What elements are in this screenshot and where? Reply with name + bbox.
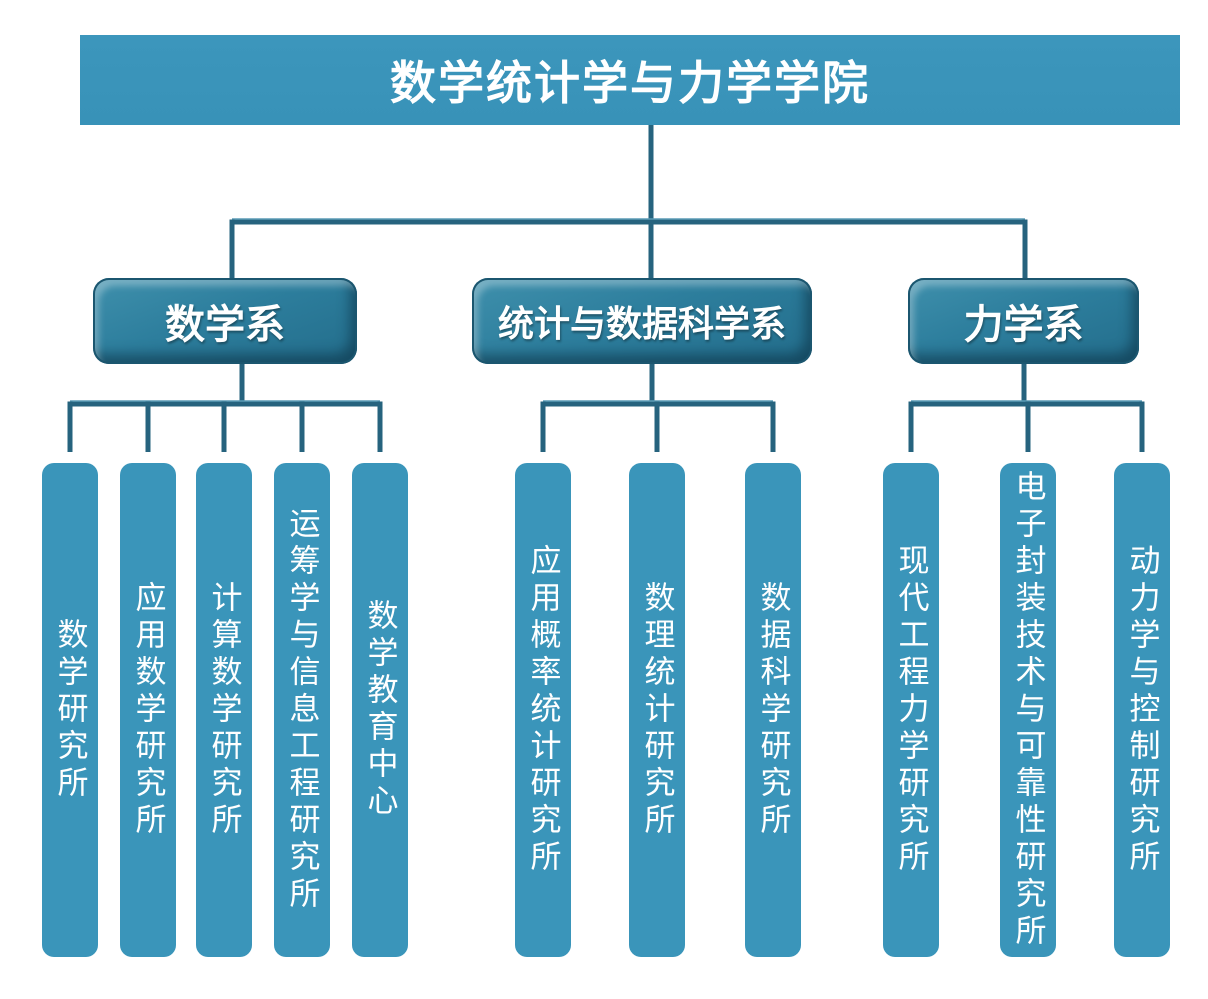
institute-node: 应用数学研究所 [120, 463, 176, 957]
org-root-label: 数学统计学与力学学院 [390, 57, 870, 109]
institute-label: 数学研究所 [52, 617, 88, 803]
institute-node: 运筹学与信息工程研究所 [274, 463, 330, 957]
dept-node-mathematics: 数学系 [93, 278, 357, 364]
institute-node: 数学研究所 [42, 463, 98, 957]
institute-label: 现代工程力学研究所 [893, 543, 929, 877]
institute-node: 数学教育中心 [352, 463, 408, 957]
institute-label: 数学教育中心 [362, 599, 398, 821]
institute-node: 计算数学研究所 [196, 463, 252, 957]
institute-label: 应用概率统计研究所 [525, 543, 561, 877]
institute-label: 数理统计研究所 [639, 580, 675, 840]
dept-label: 统计与数据科学系 [497, 303, 786, 344]
dept-node-mechanics: 力学系 [908, 278, 1139, 364]
dept-node-statistics-data-science: 统计与数据科学系 [472, 278, 812, 364]
dept-label: 数学系 [165, 303, 285, 347]
institute-node: 数理统计研究所 [629, 463, 685, 957]
institute-label: 电子封装技术与可靠性研究所 [1010, 469, 1046, 951]
org-root-node: 数学统计学与力学学院 [80, 35, 1180, 125]
institute-node: 应用概率统计研究所 [515, 463, 571, 957]
institute-label: 动力学与控制研究所 [1124, 543, 1160, 877]
institute-node: 现代工程力学研究所 [883, 463, 939, 957]
institute-label: 计算数学研究所 [206, 580, 242, 840]
institute-label: 数据科学研究所 [755, 580, 791, 840]
institute-node: 数据科学研究所 [745, 463, 801, 957]
dept-label: 力学系 [963, 303, 1084, 347]
institute-node: 电子封装技术与可靠性研究所 [1000, 463, 1056, 957]
institute-label: 应用数学研究所 [130, 580, 166, 840]
institute-label: 运筹学与信息工程研究所 [284, 506, 320, 914]
institute-node: 动力学与控制研究所 [1114, 463, 1170, 957]
